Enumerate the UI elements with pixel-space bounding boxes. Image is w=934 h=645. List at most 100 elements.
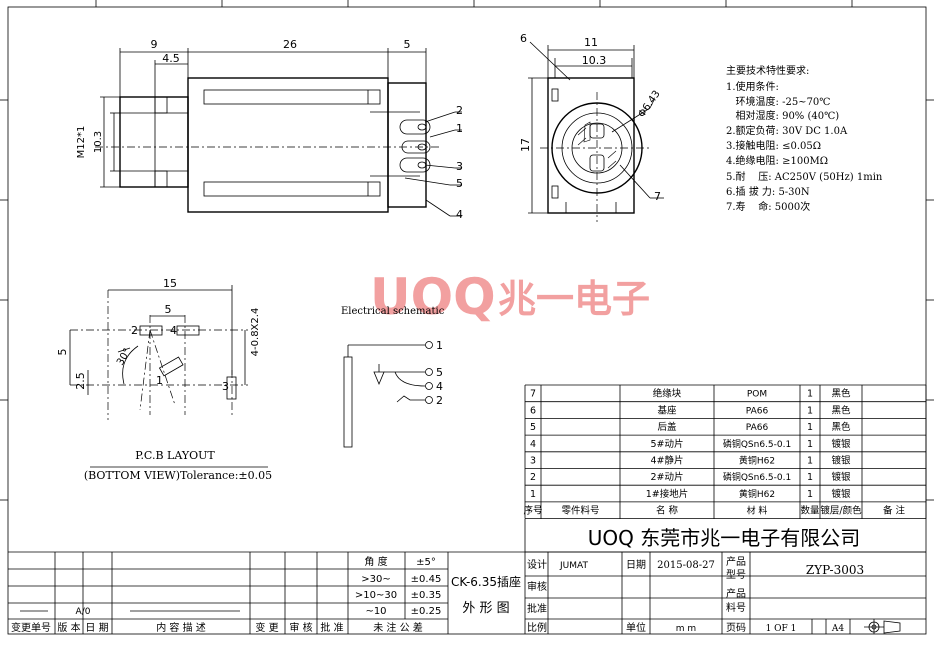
dim-9: 9 [151, 38, 158, 51]
drawing-date: 2015-08-27 [657, 560, 715, 571]
dim-m12: M12*1 [76, 126, 87, 159]
unit-value: m m [676, 624, 696, 634]
rev-col-change: 变 更 [255, 621, 278, 634]
bom-cell: 后盖 [657, 421, 677, 433]
tol-range-1: >30~ [361, 574, 390, 585]
bom-cell: 3 [530, 456, 536, 467]
label-unit: 单位 [626, 621, 646, 634]
label-date: 日期 [626, 559, 646, 571]
tol-value-2: ±0.35 [411, 590, 442, 601]
border-ticks [0, 0, 934, 501]
pcb-pin-3: 3 [222, 380, 229, 393]
bom-cell: 2#动片 [650, 471, 683, 483]
title-block-fields: 设计 审核 批准 比例 JUMAT 日期 2015-08-27 单位 m m 产… [527, 555, 864, 634]
pcb-pin-4: 4 [170, 324, 177, 337]
pcb-caption-tolerance: (BOTTOM VIEW)Tolerance:±0.05 [84, 469, 272, 482]
pcb-pin-2: 2 [131, 324, 138, 337]
rev-col-review: 审 核 [289, 621, 312, 634]
spec-line-5: 3.接触电阻: ≤0.05Ω [726, 139, 821, 152]
company-name: UOQ 东莞市兆一电子有限公司 [588, 526, 860, 550]
front-view: 9 26 5 4.5 M12*1 10.3 2 1 3 5 4 [76, 38, 463, 221]
bom-cell: 1 [807, 472, 813, 483]
rev-col-change-no: 变更单号 [11, 621, 51, 634]
rev-col-description: 内 容 描 述 [156, 621, 206, 634]
dim-5: 5 [404, 38, 411, 51]
bom-header-cell: 序号 [523, 505, 542, 517]
electrical-schematic: Electrical schematic 1 5 4 2 [341, 306, 445, 448]
callout-3: 3 [456, 160, 463, 173]
bom-cell: 1 [807, 439, 813, 450]
bom-cell: 基座 [657, 404, 677, 416]
callout-7: 7 [654, 190, 661, 203]
tol-footer: 未 注 公 差 [373, 621, 423, 634]
schematic-pin-4: 4 [436, 380, 443, 393]
bom-cell: 镀银 [831, 471, 851, 483]
front-dim-lines [100, 48, 427, 188]
bom-cell: 黑色 [831, 421, 851, 433]
bom-cell: 磷铜QSn6.5-0.1 [723, 471, 791, 483]
terminal-2 [399, 119, 431, 135]
spec-line-8: 6.插 拔 力: 5-30N [726, 185, 810, 198]
watermark: UOQ 兆一电子 [370, 268, 650, 326]
bom-cell: 2 [530, 472, 536, 483]
pcb-caption: P.C.B LAYOUT [135, 449, 215, 462]
bom-cell: 镀银 [831, 488, 851, 500]
pcb-dim-2-5: 2.5 [74, 372, 87, 390]
bom-cell: 黑色 [831, 404, 851, 416]
pcb-slot-2 [139, 325, 163, 336]
pcb-slot-1 [158, 356, 184, 377]
bom-cell: POM [747, 390, 767, 400]
spec-line-3: 相对湿度: 90% (40℃) [726, 109, 839, 122]
bom-header-cell: 备 注 [883, 505, 906, 517]
bom-cell: PA66 [746, 406, 769, 416]
tol-value-3: ±0.25 [411, 606, 442, 617]
callout-1: 1 [456, 122, 463, 135]
rev-col-date: 日 期 [85, 622, 108, 634]
watermark-cjk: 兆一电子 [498, 277, 650, 321]
dim-phi: Φ6.43 [636, 89, 662, 120]
schematic-sleeve [343, 356, 353, 448]
pcb-dim-angle: 30° [115, 347, 133, 368]
bom-cell: 黑色 [831, 388, 851, 400]
label-model-2: 型号 [726, 568, 746, 581]
terminal-3 [399, 157, 431, 173]
title-block [8, 519, 926, 634]
pcb-dim-5: 5 [165, 303, 172, 316]
tolerance-block: 角 度 ±5° >30~ ±0.45 >10~30 ±0.35 ~10 ±0.2… [355, 555, 441, 634]
label-review: 审核 [527, 580, 547, 593]
tol-angle-value: ±5° [416, 557, 436, 568]
pcb-dim-slot: 4-0.8X2.4 [250, 308, 261, 357]
rear-cap [387, 82, 427, 208]
tol-range-3: ~10 [365, 606, 386, 617]
spec-title: 主要技术特性要求: [726, 64, 809, 77]
pcb-slot-3 [226, 376, 237, 400]
sheet-border [7, 6, 927, 635]
front-callout-leaders [404, 111, 462, 217]
bom-cell: 镀银 [831, 438, 851, 450]
dim-11: 11 [584, 36, 598, 49]
label-part-2: 料号 [726, 601, 746, 614]
bom-header-cell: 数量 [800, 505, 820, 517]
spec-line-6: 4.绝缘电阻: ≥100MΩ [726, 154, 828, 167]
pcb-slot-4 [176, 325, 200, 336]
label-page: 页码 [726, 622, 746, 634]
dim-10-3-side: 10.3 [582, 54, 607, 67]
dim-10-3-front: 10.3 [93, 131, 104, 153]
callout-5: 5 [456, 177, 463, 190]
insulator-bottom [589, 154, 605, 172]
rev-col-version: 版 本 [57, 621, 80, 634]
tol-value-1: ±0.45 [411, 574, 442, 585]
schematic-pin-1: 1 [436, 339, 443, 352]
revision-block: A/0 变更单号 版 本 日 期 内 容 描 述 变 更 审 核 批 准 [11, 607, 344, 634]
bom-cell: 黄铜H62 [739, 455, 775, 467]
label-model-1: 产品 [726, 555, 746, 568]
label-approve: 批准 [527, 602, 547, 615]
drawing-type: 外 形 图 [462, 601, 509, 616]
pcb-dim-5-vertical: 5 [56, 349, 69, 356]
bom-cell: 7 [530, 389, 536, 400]
spec-block: 主要技术特性要求: 1.使用条件: 环境温度: -25~70℃ 相对湿度: 90… [726, 64, 883, 213]
bom-header-cell: 镀层/颜色 [820, 505, 862, 517]
label-scale: 比例 [527, 621, 547, 634]
